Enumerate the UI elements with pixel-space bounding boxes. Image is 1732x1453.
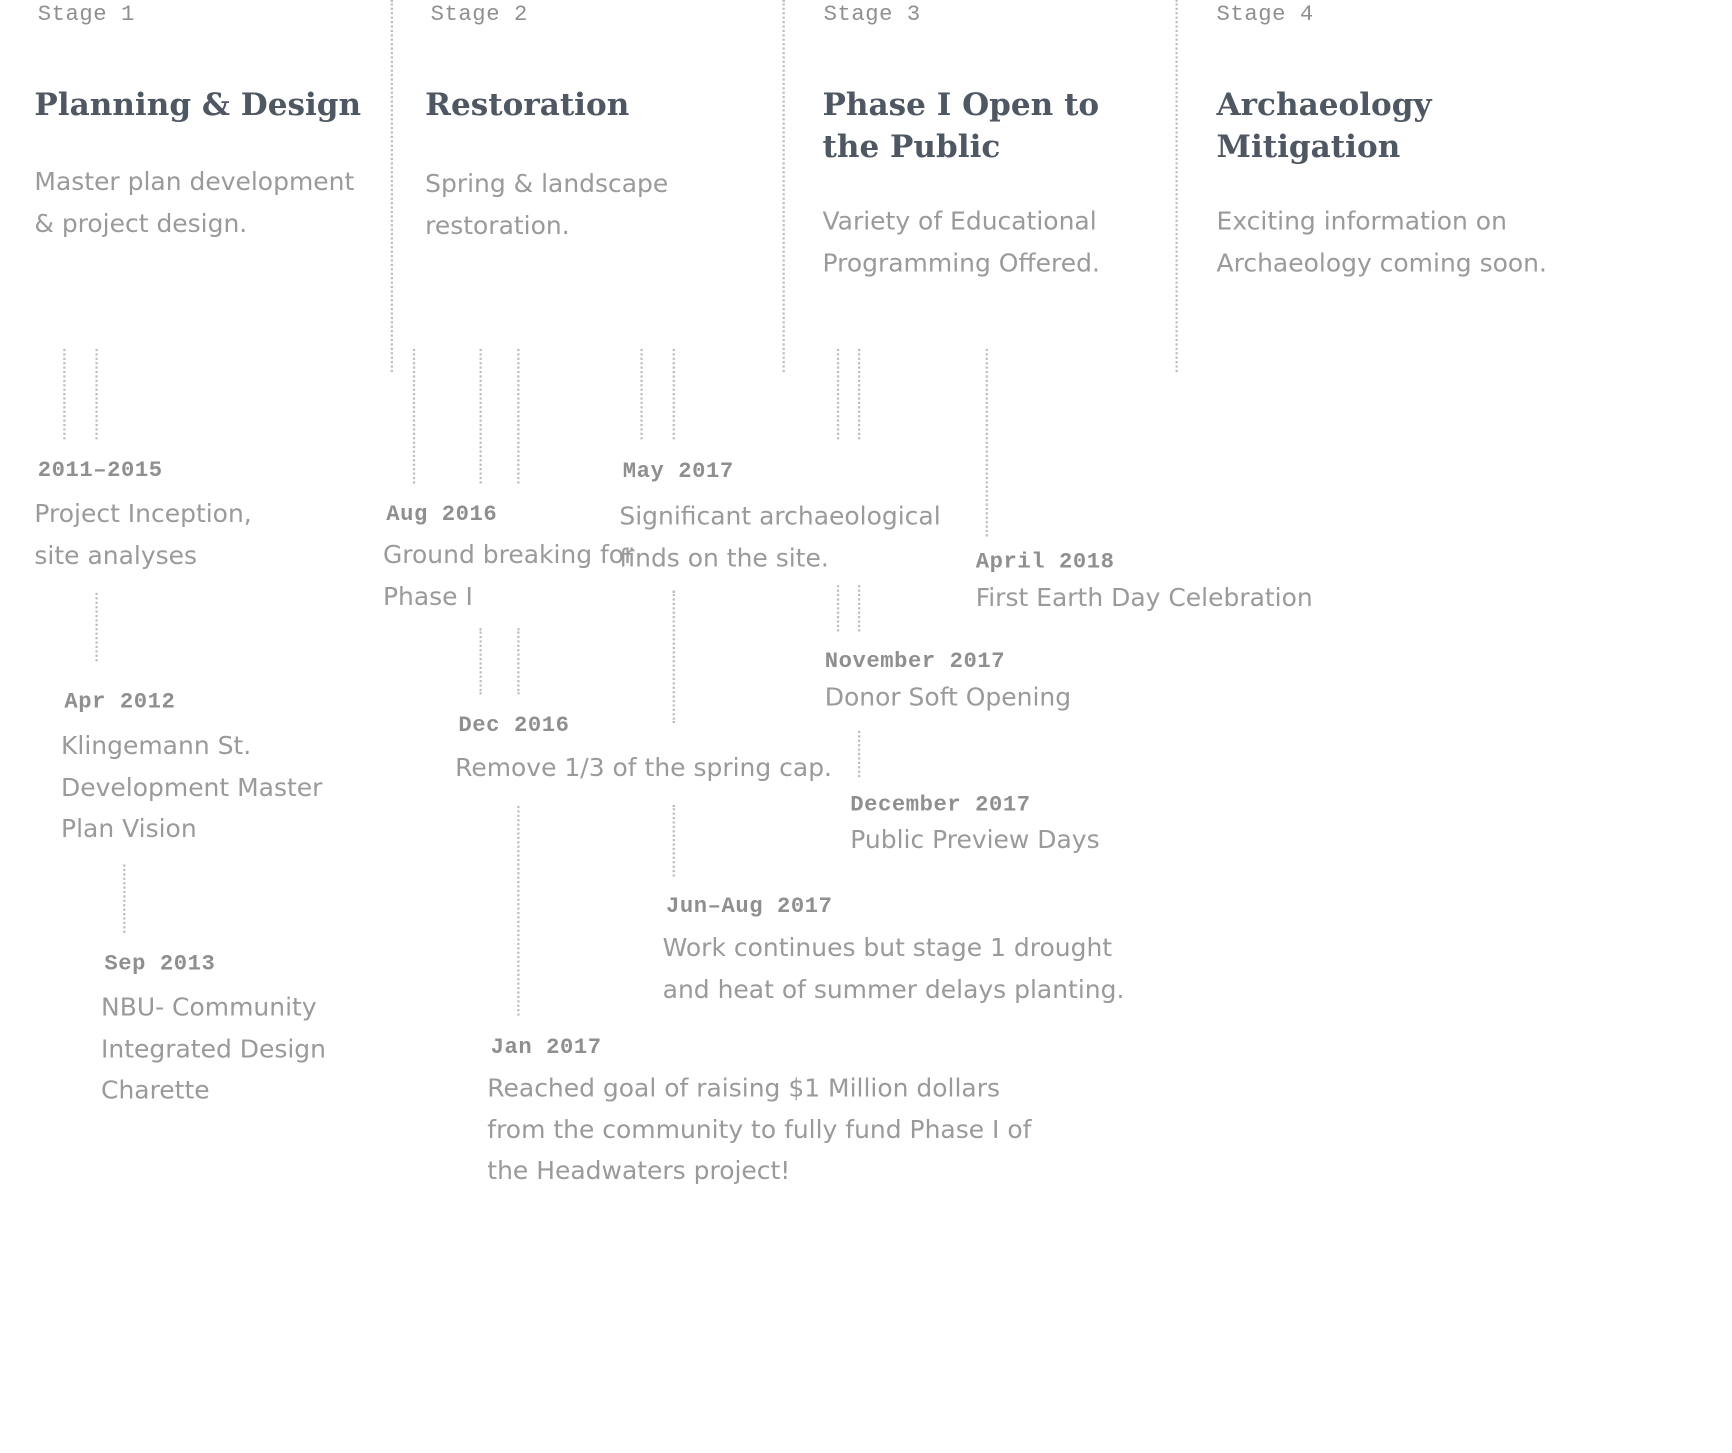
connector-line xyxy=(95,592,98,662)
event-description: Significant archaeological finds on the … xyxy=(619,502,941,573)
connector-line xyxy=(517,348,520,484)
event-description: First Earth Day Celebration xyxy=(975,584,1313,613)
connector-line xyxy=(672,804,675,877)
event-date: Apr 2012 xyxy=(64,690,176,716)
connector-line xyxy=(858,585,861,632)
stage-4-description: Exciting information on Archaeology comi… xyxy=(1216,207,1547,279)
stage-divider xyxy=(390,0,393,373)
connector-line xyxy=(836,348,840,440)
stage-4-label: Stage 4 xyxy=(1216,2,1314,28)
connector-line xyxy=(640,348,643,440)
connector-line xyxy=(123,864,126,933)
event-date: November 2017 xyxy=(824,649,1006,675)
stage-2-description: Spring & landscape restoration. xyxy=(425,170,669,241)
connector-line xyxy=(836,585,840,632)
connector-line xyxy=(517,805,520,1016)
stage-4-title: Archaeology Mitigation xyxy=(1216,86,1432,165)
event-description: Klingemann St. Development Master Plan V… xyxy=(61,731,323,844)
event-description: Ground breaking for Phase I xyxy=(382,540,635,612)
stage-3-title: Phase I Open to the Public xyxy=(822,86,1100,165)
connector-line xyxy=(985,348,988,537)
event-date: Jan 2017 xyxy=(490,1035,602,1061)
connector-line xyxy=(95,348,98,440)
connector-line xyxy=(479,348,482,484)
event-date: May 2017 xyxy=(622,459,734,485)
connector-line xyxy=(479,628,482,695)
event-description: Project Inception, site analyses xyxy=(34,500,252,571)
connector-line xyxy=(63,348,66,440)
connector-line xyxy=(672,348,675,440)
stage-divider xyxy=(782,0,785,373)
event-date: December 2017 xyxy=(850,792,1031,819)
stage-divider xyxy=(1175,0,1178,373)
event-description: Work continues but stage 1 drought and h… xyxy=(662,933,1125,1005)
stage-2-label: Stage 2 xyxy=(430,2,528,28)
connector-line xyxy=(412,348,416,484)
event-date: April 2018 xyxy=(975,549,1115,576)
event-description: Public Preview Days xyxy=(850,825,1100,855)
event-date: Jun–Aug 2017 xyxy=(666,894,833,920)
event-description: Donor Soft Opening xyxy=(824,683,1072,713)
event-date: Aug 2016 xyxy=(386,502,498,528)
event-date: Dec 2016 xyxy=(458,713,570,739)
event-date: 2011–2015 xyxy=(37,458,163,484)
connector-line xyxy=(517,628,520,695)
event-description: Remove 1/3 of the spring cap. xyxy=(455,754,832,783)
stage-1-description: Master plan development & project design… xyxy=(34,167,355,239)
stage-1-title: Planning & Design xyxy=(34,86,362,123)
stage-3-description: Variety of Educational Programming Offer… xyxy=(822,207,1100,279)
connector-line xyxy=(672,590,675,724)
connector-line xyxy=(858,348,861,440)
event-date: Sep 2013 xyxy=(104,951,216,978)
event-description: NBU- Community Integrated Design Charett… xyxy=(101,993,326,1106)
stage-1-label: Stage 1 xyxy=(37,2,135,28)
connector-line xyxy=(858,730,861,778)
event-description: Reached goal of raising $1 Million dolla… xyxy=(487,1074,1032,1186)
stage-3-label: Stage 3 xyxy=(823,2,921,28)
stage-2-title: Restoration xyxy=(425,86,630,123)
